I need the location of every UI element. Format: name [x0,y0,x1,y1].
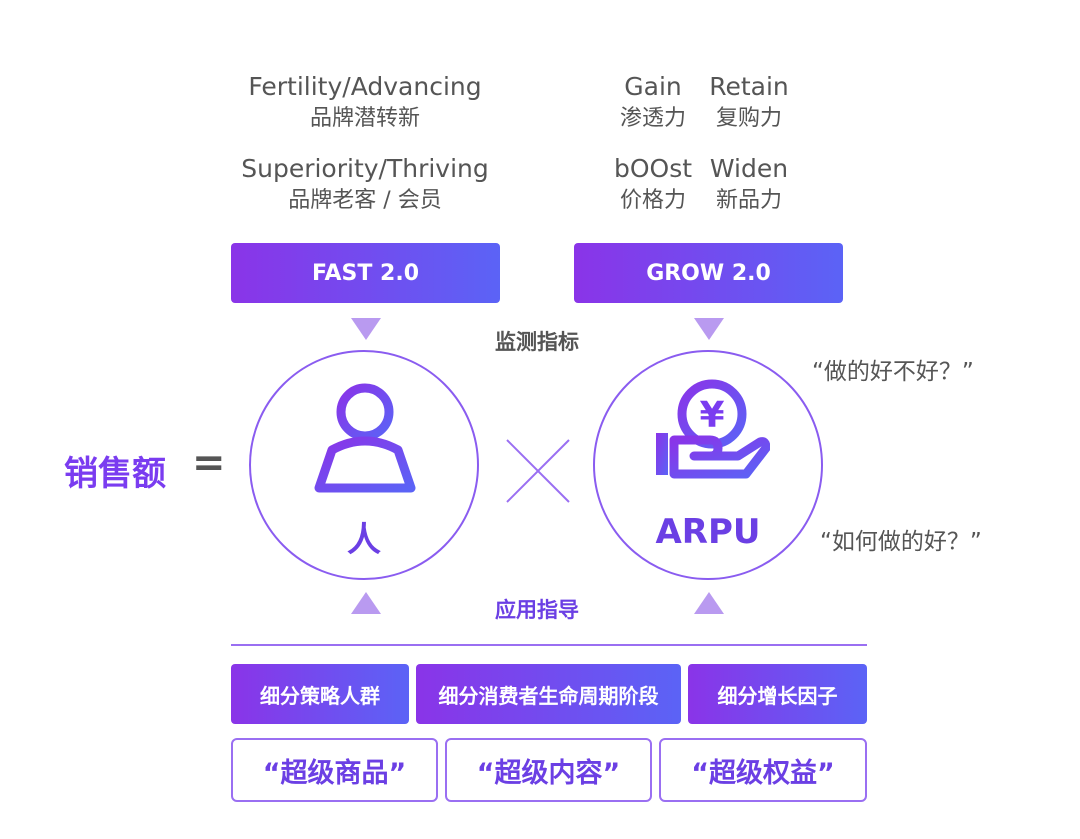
sales-label: 销售额 [64,454,166,494]
super-benefit-box: “超级权益” [659,738,867,802]
fast-item1-cn: 品牌潜转新 [309,106,420,131]
yen-symbol: ¥ [699,395,724,436]
arrow-up-icon [694,592,724,614]
arpu-label: ARPU [655,512,761,552]
grow-retain-cn: 复购力 [715,106,782,131]
grow-widen-cn: 新品力 [715,188,782,213]
super-content-box: “超级内容” [445,738,652,802]
super-product-box: “超级商品” [231,738,438,802]
segment-button-lifecycle: 细分消费者生命周期阶段 [416,664,681,724]
grow-widen-en: Widen [709,154,789,183]
fast-item2-cn: 品牌老客 / 会员 [288,188,442,213]
multiply-icon [506,439,570,503]
fast-2-button: FAST 2.0 [231,243,500,303]
grow-retain-en: Retain [709,72,789,101]
grow-boost-cn: 价格力 [619,188,686,213]
fast-item1-en: Fertility/Advancing [248,72,482,101]
arrow-down-icon [351,318,381,340]
person-icon [314,383,416,493]
money-hand-icon: ¥ [656,379,770,479]
divider [231,644,867,646]
arrow-down-icon [694,318,724,340]
person-circle [249,350,479,580]
segment-button-strategy: 细分策略人群 [231,664,409,724]
apply-label: 应用指导 [495,598,579,622]
question-2: “如何做的好？” [820,529,982,555]
grow-boost-en: bOOst [613,154,693,183]
grow-gain-cn: 渗透力 [619,106,686,131]
arpu-circle [593,350,823,580]
person-label: 人 [347,520,381,560]
arrow-up-icon [351,592,381,614]
monitor-label: 监测指标 [495,330,579,354]
question-1: “做的好不好？” [812,359,974,385]
grow-2-button: GROW 2.0 [574,243,843,303]
grow-gain-en: Gain [624,72,682,101]
equals-sign: = [192,440,226,486]
fast-item2-en: Superiority/Thriving [241,154,489,183]
segment-button-growth: 细分增长因子 [688,664,867,724]
